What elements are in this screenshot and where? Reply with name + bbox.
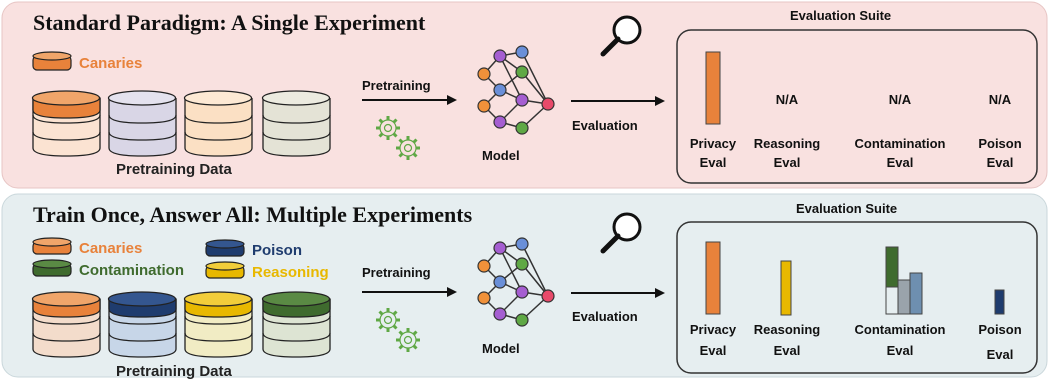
database-icon (31, 90, 101, 157)
bottom-panel-title: Train Once, Answer All: Multiple Experim… (33, 202, 473, 227)
bottom-pretraining-data: Pretraining Data (31, 291, 331, 379)
eval-label: Reasoning (754, 136, 821, 151)
legend-label-poison: Poison (252, 242, 302, 259)
database-icon (31, 291, 101, 358)
eval-label: Eval (887, 155, 914, 170)
legend-label-canaries: Canaries (79, 55, 142, 72)
top-panel-title: Standard Paradigm: A Single Experiment (33, 10, 426, 35)
privacy-bar (705, 241, 721, 315)
magnifier-icon (600, 15, 642, 57)
evaluation-label: Evaluation (572, 309, 638, 324)
eval-label: Eval (774, 343, 801, 358)
database-icon (261, 291, 331, 358)
database-icon (32, 51, 72, 71)
eval-status-na: N/A (989, 92, 1012, 107)
eval-label: Poison (978, 136, 1021, 151)
eval-label: Privacy (690, 136, 737, 151)
evaluation-suite-box (676, 221, 1038, 374)
contamination-bar-seen (885, 246, 899, 288)
poison-bar (994, 289, 1005, 315)
eval-label: Eval (987, 347, 1014, 362)
evaluation-suite-box (676, 29, 1038, 184)
pretraining-data-label: Pretraining Data (116, 363, 233, 379)
bottom-legend-canaries: Canaries (32, 237, 142, 257)
privacy-bar (705, 51, 721, 125)
gear-icon (376, 308, 400, 332)
eval-label: Contamination (855, 136, 946, 151)
eval-label: Privacy (690, 322, 737, 337)
top-pretraining-data: Pretraining Data (31, 90, 331, 178)
bottom-legend-contamination: Contamination (32, 259, 184, 279)
magnifier-icon (600, 212, 642, 254)
contamination-bar-base (885, 286, 899, 315)
database-icon (183, 291, 253, 358)
neural-network-icon (477, 237, 555, 327)
bottom-panel: Train Once, Answer All: Multiple Experim… (1, 193, 1048, 379)
model-label: Model (482, 148, 520, 163)
eval-label: Eval (700, 343, 727, 358)
top-legend-canaries: Canaries (32, 51, 142, 72)
eval-label: Eval (700, 155, 727, 170)
database-icon (261, 90, 331, 157)
database-icon (205, 261, 245, 279)
legend-label-reasoning: Reasoning (252, 264, 329, 281)
pretraining-data-label: Pretraining Data (116, 161, 233, 178)
top-panel: Standard Paradigm: A Single Experiment C… (1, 1, 1048, 189)
database-icon (183, 90, 253, 157)
neural-network-icon (477, 45, 555, 135)
database-icon (32, 237, 72, 255)
suite-title: Evaluation Suite (796, 201, 897, 216)
gear-icon (396, 136, 420, 160)
eval-label: Eval (987, 155, 1014, 170)
reasoning-bar (780, 260, 792, 316)
model-label: Model (482, 341, 520, 356)
database-icon (107, 291, 177, 358)
database-icon (107, 90, 177, 157)
gear-icon (376, 116, 400, 140)
eval-label: Contamination (855, 322, 946, 337)
eval-label: Reasoning (754, 322, 821, 337)
database-icon (32, 259, 72, 277)
legend-label-contamination: Contamination (79, 262, 184, 279)
pretraining-label: Pretraining (362, 78, 431, 93)
eval-status-na: N/A (776, 92, 799, 107)
eval-label: Eval (887, 343, 914, 358)
eval-status-na: N/A (889, 92, 912, 107)
evaluation-label: Evaluation (572, 118, 638, 133)
contamination-bar-2 (897, 279, 911, 315)
legend-label-canaries: Canaries (79, 240, 142, 257)
bottom-legend-poison: Poison (205, 239, 302, 259)
gear-icon (396, 328, 420, 352)
eval-label: Poison (978, 322, 1021, 337)
suite-title: Evaluation Suite (790, 8, 891, 23)
pretraining-label: Pretraining (362, 265, 431, 280)
bottom-legend-reasoning: Reasoning (205, 261, 329, 281)
contamination-bar-3 (909, 272, 923, 315)
database-icon (205, 239, 245, 257)
eval-label: Eval (774, 155, 801, 170)
